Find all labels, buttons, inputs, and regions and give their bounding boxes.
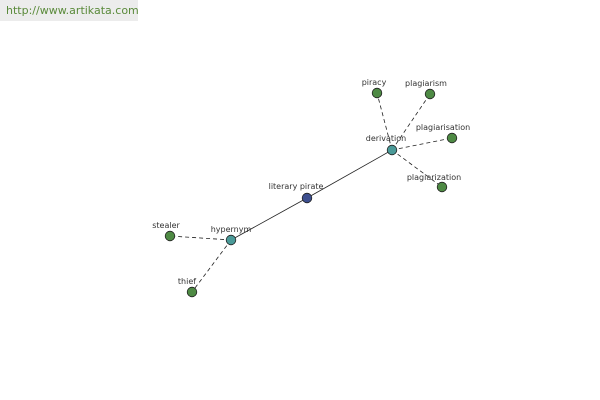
label-stealer: stealer xyxy=(152,221,180,230)
label-literary-pirate: literary pirate xyxy=(269,182,324,191)
node-literary-pirate[interactable] xyxy=(301,192,313,204)
edge-derivation-plagiarisation xyxy=(391,137,453,151)
site-url-watermark[interactable]: http://www.artikata.com xyxy=(0,0,139,21)
edge-derivation-plagiarism xyxy=(391,93,431,151)
label-thief: thief xyxy=(178,277,196,286)
label-plagiarisation: plagiarisation xyxy=(416,123,470,132)
label-plagiarism: plagiarism xyxy=(405,79,447,88)
label-plagiarization: plagiarization xyxy=(407,173,461,182)
label-piracy: piracy xyxy=(362,78,387,87)
edge-derivation-plagiarization xyxy=(391,149,443,188)
node-plagiarism[interactable] xyxy=(424,88,436,100)
edge-center-hypernym xyxy=(230,197,308,241)
edge-hypernym-thief xyxy=(191,239,232,293)
node-plagiarisation[interactable] xyxy=(446,132,458,144)
label-hypernym: hypernym xyxy=(211,225,252,234)
node-plagiarization[interactable] xyxy=(436,181,448,193)
node-piracy[interactable] xyxy=(371,87,383,99)
edge-center-derivation xyxy=(306,149,393,199)
node-stealer[interactable] xyxy=(164,230,176,242)
label-derivation: derivation xyxy=(366,134,406,143)
node-hypernym[interactable] xyxy=(225,234,237,246)
edge-hypernym-stealer xyxy=(169,235,232,241)
node-thief[interactable] xyxy=(186,286,198,298)
edge-derivation-piracy xyxy=(376,92,393,151)
node-derivation[interactable] xyxy=(386,144,398,156)
